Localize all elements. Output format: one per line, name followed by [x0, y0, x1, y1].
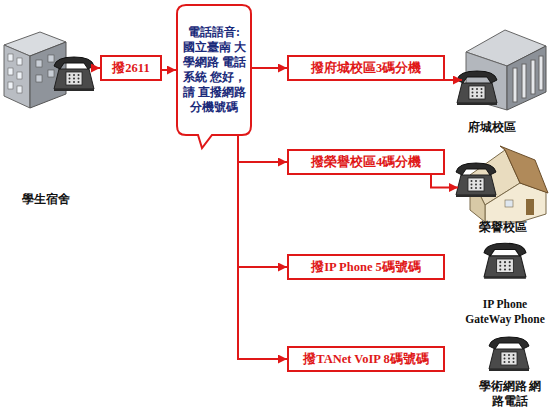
flow-arrow	[238, 136, 287, 162]
speech-bubble: 電話語音:國立臺南 大學網路 電話系統 您好，請 直撥網路 分機號碼	[176, 4, 252, 136]
icon-node: IP Phone GateWay Phone	[462, 238, 548, 327]
process-box: 撥TANet VoIP 8碼號碼	[287, 346, 445, 372]
node-label: 撥2611	[112, 61, 149, 76]
process-box: 撥2611	[100, 55, 162, 81]
flow-arrow	[238, 136, 287, 267]
node-label: 榮譽校區	[479, 220, 527, 235]
process-box: 撥榮譽校區4碼分機	[287, 149, 445, 175]
flow-arrow	[252, 67, 287, 69]
node-label: 撥府城校區3碼分機	[311, 61, 421, 76]
node-label: 撥IP Phone 5碼號碼	[311, 260, 421, 275]
node-label: 學生宿舍	[22, 192, 70, 207]
flow-arrow	[445, 79, 462, 81]
flow-arrow	[238, 136, 287, 359]
node-label: 撥TANet VoIP 8碼號碼	[303, 352, 428, 367]
icon-node: 榮譽校區	[458, 140, 548, 235]
icon-node: 府城校區	[462, 25, 522, 135]
icon-node: 學生宿舍	[0, 25, 92, 207]
process-box: 撥IP Phone 5碼號碼	[287, 254, 445, 280]
node-label: 學術網路 網路電話	[478, 379, 542, 409]
flow-arrow	[162, 69, 176, 71]
process-box: 撥府城校區3碼分機	[287, 55, 445, 81]
bubble-outline-path	[177, 5, 251, 148]
node-label: 電話語音:	[188, 25, 240, 40]
ip-phone-icon	[484, 243, 526, 279]
icon-node: 學術網路 網路電話	[478, 330, 542, 409]
node-label: 國立臺南 大學網路 電話系統 您好，請 直撥網路 分機號碼	[182, 40, 246, 115]
node-label: 撥榮譽校區4碼分機	[311, 155, 421, 170]
house-icon	[456, 146, 548, 222]
flow-arrow	[431, 175, 458, 188]
voip-phone-icon	[489, 337, 529, 371]
campus-building-icon	[457, 30, 546, 110]
flow-arrow	[92, 67, 100, 69]
node-label: 府城校區	[468, 120, 516, 135]
dormitory-icon	[4, 32, 94, 108]
node-label: IP Phone GateWay Phone	[462, 297, 548, 327]
